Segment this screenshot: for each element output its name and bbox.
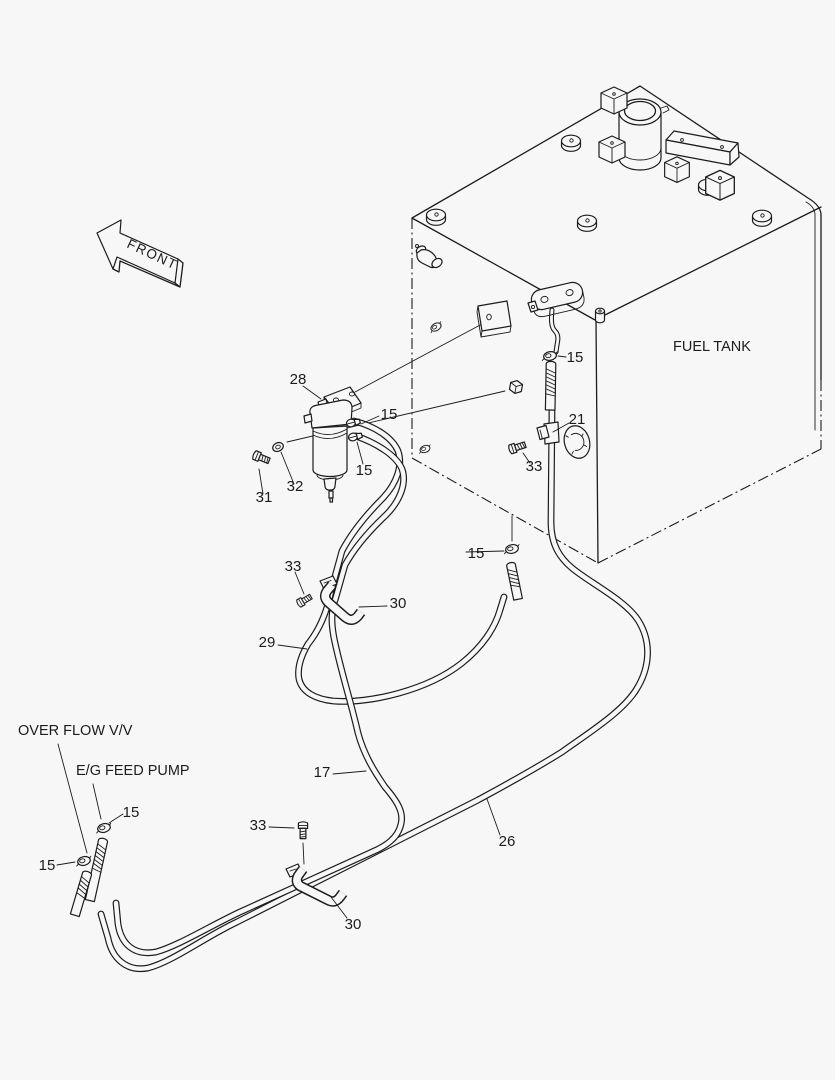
- bracket-foot: [527, 300, 539, 313]
- filter-body: [312, 425, 348, 481]
- sender-flange: [563, 425, 591, 459]
- tank-pad: [576, 214, 598, 232]
- tank-front-vertical-edge: [595, 319, 599, 564]
- bolt-33-lower-clamp: [297, 821, 309, 840]
- feed-pump-hose-end: [84, 837, 109, 903]
- projection-line-bracket-to-plate: [354, 323, 483, 393]
- callout-31: 31: [256, 489, 273, 506]
- callout-29: 29: [259, 634, 276, 651]
- callout-26: 26: [499, 833, 516, 850]
- callout-33-tank: 33: [526, 458, 543, 475]
- tank-right-rounded-edge: [805, 201, 816, 431]
- bolt-33-upper-clamp: [295, 592, 314, 609]
- tank-top-back-edges: [411, 85, 822, 381]
- eg-feed-pump-label: E/G FEED PUMP: [76, 763, 190, 779]
- tank-bottom-right-edge-hidden: [597, 448, 822, 564]
- bolt-33-tank: [507, 439, 528, 455]
- callout-28: 28: [290, 371, 307, 388]
- filler-cap: [618, 98, 670, 171]
- hex-fitting: [508, 379, 524, 395]
- corner-fitting: [594, 307, 606, 324]
- clamp-15-feed-pump: [94, 821, 114, 835]
- leader-lines: [56, 355, 570, 919]
- tank-bottom-left-edge-hidden: [411, 457, 599, 564]
- callout-33-upper-clamp: 33: [285, 558, 302, 575]
- clamp-15-mid: [502, 542, 522, 556]
- tank-top-block: [600, 86, 628, 115]
- tank-pad: [560, 134, 582, 152]
- callout-15-mid: 15: [468, 545, 485, 562]
- overflow-hose-end: [69, 870, 93, 918]
- filter-head: [303, 399, 353, 429]
- tank-top-block: [705, 169, 735, 201]
- mount-plate: [476, 300, 512, 338]
- callout-17: 17: [314, 764, 331, 781]
- callout-30-upper: 30: [390, 595, 407, 612]
- pipe-clip: [427, 320, 445, 335]
- filter-drain: [323, 477, 337, 503]
- bracket-foot-hole: [530, 304, 536, 310]
- lower-clamp-30: [285, 821, 348, 907]
- fuel-filter-assembly: [251, 386, 362, 503]
- pipe-clip-33: [536, 424, 550, 441]
- hoses: [101, 407, 648, 969]
- callout-15-tank-bracket: 15: [567, 349, 584, 366]
- callout-15-overflow: 15: [39, 857, 56, 874]
- mount-bracket: [530, 281, 585, 318]
- tank-pad: [425, 208, 447, 226]
- fuel-tank: [411, 85, 822, 564]
- overflow-valve-label: OVER FLOW V/V: [18, 723, 133, 739]
- tank-top-bar-bracket: [665, 130, 740, 166]
- hose-17-feed: [116, 436, 404, 953]
- fuel-tank-label: FUEL TANK: [673, 339, 751, 355]
- hose-29-threaded-end: [506, 561, 523, 601]
- callout-15-filter-lower: 15: [356, 462, 373, 479]
- callout-15-feed-pump: 15: [123, 804, 140, 821]
- callout-15-filter-upper: 15: [381, 406, 398, 423]
- tank-top-block: [664, 156, 690, 184]
- callout-33-lower-clamp: 33: [250, 817, 267, 834]
- upper-clamp-30: [295, 575, 366, 625]
- pipe-21-threaded-end: [544, 360, 557, 411]
- callout-32: 32: [287, 478, 304, 495]
- callout-30-lower: 30: [345, 916, 362, 933]
- bolt-31: [251, 449, 272, 466]
- tank-pad: [751, 209, 773, 227]
- edge-clip: [417, 443, 433, 456]
- front-arrow: FRONT: [96, 219, 184, 288]
- elbow-fitting: [415, 244, 443, 269]
- tank-top-block: [598, 135, 626, 164]
- hose-26-return: [101, 407, 648, 969]
- clamp-15-overflow: [74, 854, 94, 868]
- washer-32: [272, 441, 284, 453]
- callout-21: 21: [569, 411, 586, 428]
